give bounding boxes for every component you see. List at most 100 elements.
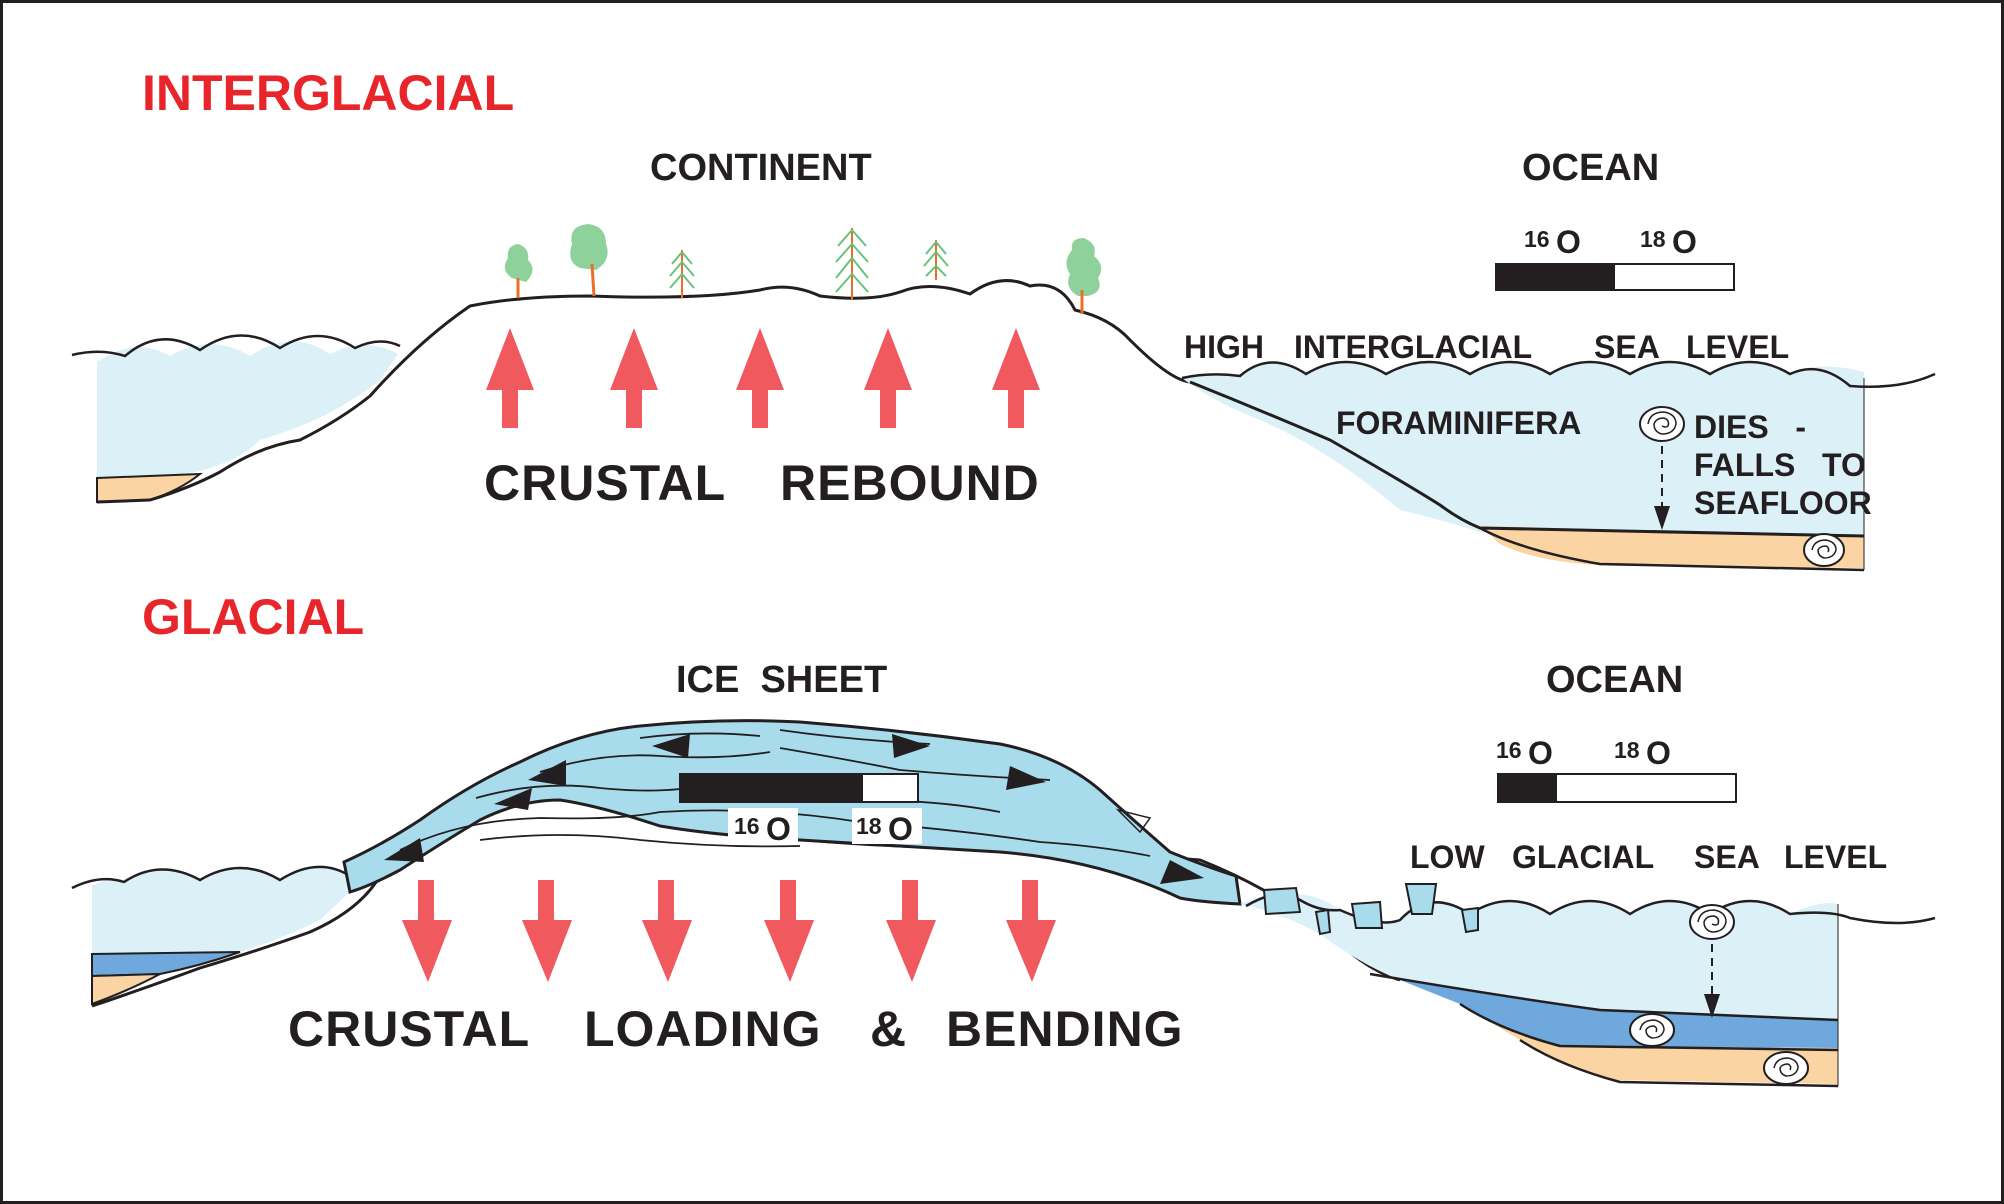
continent-label: CONTINENT (650, 147, 872, 189)
flow-arrowhead (1006, 766, 1046, 790)
ice-flow-arrowheads (384, 734, 1204, 884)
right-seafloor-line (1189, 380, 1865, 538)
glacial-sea-level-word-level: LEVEL (1784, 839, 1887, 875)
dies-line-3: SEAFLOOR (1694, 485, 1872, 521)
ice-crevasse (1115, 808, 1152, 834)
iceberg (1460, 906, 1479, 934)
ice-isotope-16-number: 16 (734, 813, 760, 839)
tree-trunk (590, 263, 596, 297)
seafloor-shell-icon (1803, 533, 1845, 567)
rebound-word-rebound: REBOUND (780, 455, 1040, 511)
isotope-18-o: O (1672, 224, 1697, 260)
ice-isotope-16-label-box (728, 808, 798, 844)
dies-line-1: DIES - (1694, 409, 1806, 445)
glacial-right-seafloor-lines (1369, 972, 1839, 1088)
glacial-left-sediment (91, 973, 161, 1006)
down-arrow (402, 880, 452, 982)
glacial-sea-level-word-low: LOW (1410, 839, 1485, 875)
up-arrow (864, 328, 912, 428)
rebound-word-crustal: CRUSTAL (484, 455, 726, 511)
ice-isotope-18-label-box (852, 808, 922, 844)
isotope-16-number: 16 (1524, 226, 1550, 252)
flow-arrowhead (1160, 860, 1204, 884)
down-arrow (886, 880, 936, 982)
flow-arrowhead (494, 788, 532, 810)
dies-line-2: FALLS TO (1694, 447, 1866, 483)
glacial-right-sediment (1460, 1004, 1838, 1084)
ice-isotope-bar: 16 O 18 O (679, 773, 922, 847)
flow-arrowhead (652, 734, 690, 758)
glacial-isotope-18-o: O (1646, 735, 1671, 771)
interglacial-ocean-label: OCEAN (1522, 147, 1659, 189)
tree-round-3 (1066, 238, 1102, 296)
glacial-title: GLACIAL (142, 589, 364, 645)
glacial-ocean-label: OCEAN (1546, 659, 1683, 701)
isotope-16-o: O (1556, 224, 1581, 260)
up-arrow (736, 328, 784, 428)
up-arrow (992, 328, 1040, 428)
iceberg (1314, 908, 1332, 936)
isotope-18-number: 18 (1640, 226, 1666, 252)
glacial-isotope-bar-16-fill (1498, 774, 1557, 802)
glacial-sea-level-word-glacial: GLACIAL (1512, 839, 1654, 875)
iceberg (1404, 883, 1438, 915)
glacial-sediment-shell-icon (1763, 1051, 1809, 1085)
ice-isotope-18-o: O (888, 811, 913, 847)
glacial-isotope-18-number: 18 (1614, 737, 1640, 763)
ice-isotope-18-number: 18 (856, 813, 882, 839)
down-arrow (1006, 880, 1056, 982)
icebergs (1262, 883, 1479, 936)
right-sea-surface (1181, 360, 1936, 389)
trees (504, 224, 1102, 314)
interglacial-ocean-isotope-bar: 16 O 18 O (1495, 224, 1735, 291)
right-sediment (1480, 526, 1864, 568)
foraminifera-label: FORAMINIFERA (1336, 405, 1581, 441)
glacial-right-sea-surface (1245, 893, 1936, 925)
down-arrow (522, 880, 572, 982)
tree-pine-3 (923, 240, 949, 280)
ice-isotope-bar-16-fill (680, 774, 863, 802)
loading-word-ampersand: & (870, 1001, 907, 1057)
flow-arrowhead (528, 760, 566, 786)
tree-round-1 (504, 244, 533, 282)
falling-arrowhead (1654, 506, 1670, 530)
isotope-bar-16-fill (1496, 264, 1615, 290)
sea-level-word-interglacial: INTERGLACIAL (1294, 329, 1532, 365)
flow-arrowhead (384, 838, 424, 862)
down-arrow (764, 880, 814, 982)
loading-word-bending: BENDING (946, 1001, 1184, 1057)
up-arrow (486, 328, 534, 428)
right-ocean-water (1182, 362, 1864, 538)
loading-word-loading: LOADING (584, 1001, 822, 1057)
foraminifera-shell-icon (1639, 406, 1685, 442)
left-sea-surface (71, 334, 401, 358)
interglacial-title: INTERGLACIAL (142, 65, 514, 121)
sea-level-word-sea: SEA (1594, 329, 1660, 365)
sea-level-word-high: HIGH (1184, 329, 1264, 365)
tree-pine-2 (835, 228, 869, 300)
glacial-isotope-16-o: O (1528, 735, 1553, 771)
tree-round-2 (570, 224, 608, 270)
ice-isotope-16-o: O (766, 811, 791, 847)
left-ocean-water (97, 341, 398, 478)
right-sediment-base (1479, 526, 1865, 572)
interglacial-panel: INTERGLACIAL (71, 65, 1936, 572)
continent-outline (96, 279, 1191, 504)
glacial-right-ocean-water (1240, 893, 1838, 1020)
glacial-panel: GLACIAL (71, 589, 1936, 1088)
rebound-arrows (486, 328, 1040, 428)
loading-arrows (402, 880, 1056, 982)
glacial-sea-level-word-sea: SEA (1694, 839, 1760, 875)
sea-level-word-level: LEVEL (1686, 329, 1789, 365)
glacial-seafloor-shell-icon (1629, 1013, 1675, 1047)
ice-sheet-label: ICE SHEET (676, 659, 887, 701)
iceberg (1350, 900, 1384, 929)
glacial-ocean-isotope-bar: 16 O 18 O (1496, 735, 1737, 803)
flow-arrowhead (892, 734, 930, 758)
iceberg (1262, 886, 1302, 916)
glacial-falling-arrowhead (1704, 994, 1720, 1018)
glacial-left-ocean-water (92, 867, 352, 954)
loading-word-crustal: CRUSTAL (288, 1001, 530, 1057)
tree-pine-1 (669, 250, 695, 298)
